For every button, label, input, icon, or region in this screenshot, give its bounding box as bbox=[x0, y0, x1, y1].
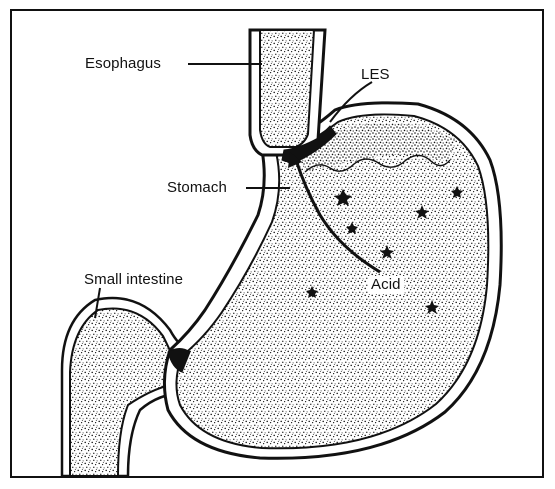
esophagus-label: Esophagus bbox=[85, 55, 161, 73]
acid-label: Acid bbox=[368, 276, 404, 294]
esophagus-lumen bbox=[260, 30, 314, 147]
small-intestine-label: Small intestine bbox=[84, 271, 183, 289]
stomach-label: Stomach bbox=[167, 179, 227, 197]
les-label: LES bbox=[361, 66, 390, 84]
